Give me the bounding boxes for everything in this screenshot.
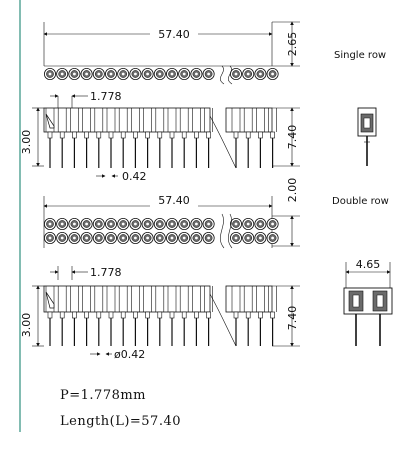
double-body-height-label: 7.40 <box>286 306 299 331</box>
double-row-label: Double row <box>332 196 389 207</box>
double-pin-width-label: ø0.42 <box>114 348 145 361</box>
single-row-side-view: 1.778 7.40 3.00 0.42 <box>20 90 300 183</box>
single-row-contacts <box>44 65 279 85</box>
double-row-side-view: 1.778 7.40 3.00 ø0.42 <box>20 266 300 361</box>
single-pitch-label: 1.778 <box>90 90 122 103</box>
single-body-height-label: 7.40 <box>286 125 299 150</box>
single-row-end-view <box>357 107 377 166</box>
single-height-label: 2.65 <box>286 32 299 57</box>
double-height-label: 2.00 <box>286 178 299 203</box>
double-width-label: 4.65 <box>356 258 381 271</box>
pitch-note: P=1.778mm <box>60 388 147 403</box>
double-tail-label: 3.00 <box>20 313 33 338</box>
double-row-end-view: 4.65 <box>343 258 393 346</box>
double-row-top-view: 57.40 2.00 <box>43 178 300 249</box>
single-row-top-view: 57.40 2.65 <box>43 21 300 85</box>
length-note: Length(L)=57.40 <box>60 414 182 429</box>
single-length-label: 57.40 <box>158 28 190 41</box>
single-row-label: Single row <box>334 50 386 61</box>
double-pitch-label: 1.778 <box>90 266 122 279</box>
single-tail-label: 3.00 <box>20 130 33 155</box>
double-length-label: 57.40 <box>158 194 190 207</box>
single-pin-width-label: 0.42 <box>122 170 147 183</box>
double-row-contacts <box>44 213 279 249</box>
